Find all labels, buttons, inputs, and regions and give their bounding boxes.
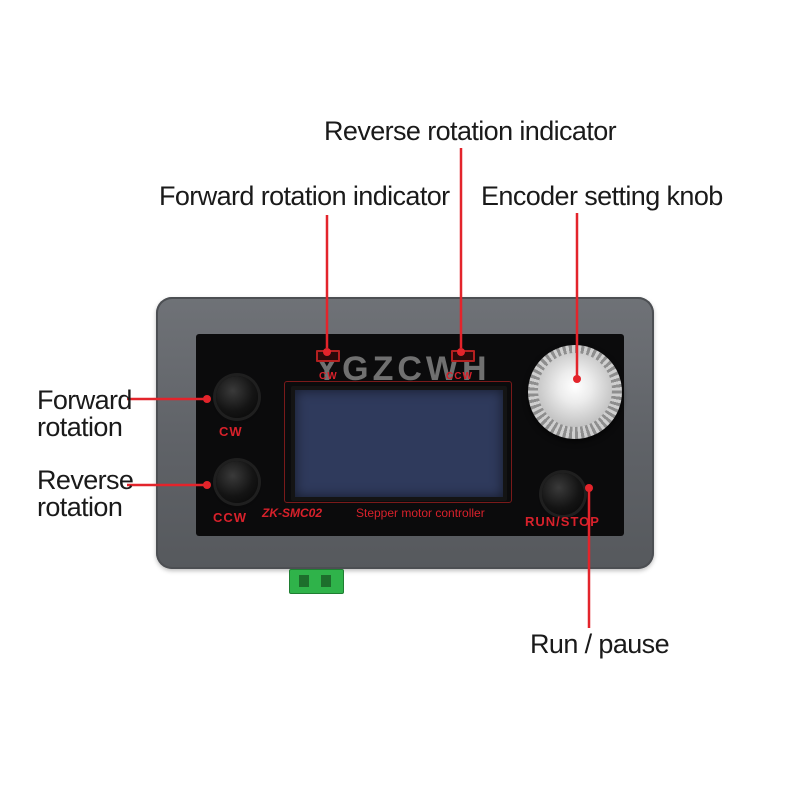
power-terminal — [289, 569, 344, 594]
led-cw-label: CW — [319, 371, 338, 382]
terminal-slot — [321, 575, 331, 587]
ccw-button[interactable] — [216, 461, 258, 503]
run-stop-button[interactable] — [542, 473, 584, 515]
reverse-rotation-led — [451, 350, 475, 362]
run-stop-button-label: RUN/STOP — [525, 514, 600, 529]
forward-rotation-led — [316, 350, 340, 362]
lcd-bezel — [284, 381, 512, 503]
callout-forward-rotation: Forward rotation — [37, 385, 132, 442]
led-ccw-label: CCW — [446, 371, 473, 382]
lcd-display — [291, 386, 507, 501]
model-number: ZK-SMC02 — [262, 506, 323, 520]
ccw-button-label: CCW — [213, 510, 248, 525]
callout-reverse-indicator: Reverse rotation indicator — [324, 116, 617, 146]
model-description: Stepper motor controller — [356, 506, 485, 520]
cw-button[interactable] — [216, 376, 258, 418]
callout-forward-indicator: Forward rotation indicator — [159, 181, 450, 211]
callout-reverse-rotation: Reverse rotation — [37, 465, 134, 522]
terminal-slot — [299, 575, 309, 587]
knob-cap — [538, 353, 612, 427]
callout-encoder-knob: Encoder setting knob — [481, 181, 723, 211]
cw-button-label: CW — [219, 424, 243, 439]
encoder-knob[interactable] — [528, 345, 622, 439]
callout-run-pause: Run / pause — [530, 629, 670, 659]
